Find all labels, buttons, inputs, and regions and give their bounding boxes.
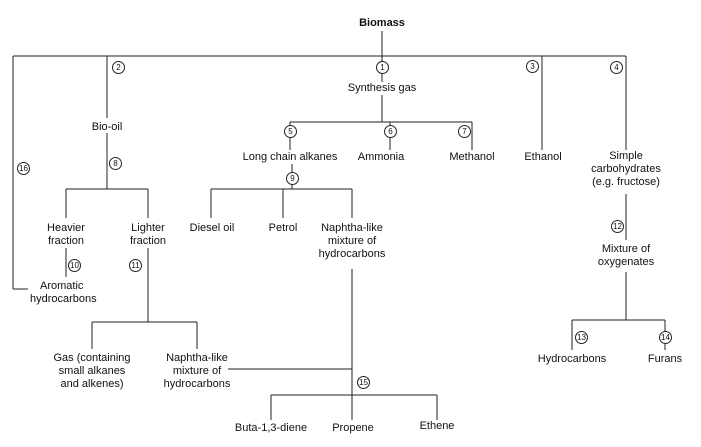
aromatic-line-1: Aromatic (40, 280, 84, 292)
node-biomass: Biomass (359, 17, 405, 29)
naphtha2-line-2: mixture of (172, 365, 222, 377)
node-ammonia: Ammonia (357, 151, 405, 163)
node-lighter-fraction: Lighter fraction (118, 222, 178, 248)
gas-line-3: and alkenes) (60, 378, 124, 390)
node-synthesis-gas: Synthesis gas (347, 82, 417, 94)
process-number-5: 5 (284, 125, 297, 138)
node-diesel-oil: Diesel oil (189, 222, 235, 234)
simple-carbs-line-1: Simple (609, 150, 643, 162)
node-aromatic-hydrocarbons: Aromatic hydrocarbons (30, 280, 110, 306)
node-ethanol: Ethanol (524, 151, 562, 163)
naphtha1-line-1: Naphtha-like (321, 222, 383, 234)
node-methanol: Methanol (449, 151, 495, 163)
process-number-2: 2 (112, 61, 125, 74)
naphtha2-line-1: Naphtha-like (166, 352, 228, 364)
naphtha1-line-3: hydrocarbons (318, 248, 386, 260)
gas-line-2: small alkanes (58, 365, 126, 377)
process-number-9: 9 (286, 172, 299, 185)
node-mixture-of-oxygenates: Mixture of oxygenates (591, 243, 661, 269)
process-number-1: 1 (376, 61, 389, 74)
node-propene: Propene (332, 422, 374, 434)
node-ethene: Ethene (419, 420, 455, 432)
aromatic-line-2: hydrocarbons (30, 293, 97, 305)
oxygenates-line-2: oxygenates (597, 256, 655, 268)
process-number-8: 8 (109, 157, 122, 170)
simple-carbs-line-3: (e.g. fructose) (592, 176, 660, 188)
process-number-6: 6 (384, 125, 397, 138)
node-long-chain-alkanes: Long chain alkanes (242, 151, 338, 163)
gas-line-1: Gas (containing (53, 352, 131, 364)
node-simple-carbohydrates: Simple carbohydrates (e.g. fructose) (587, 150, 665, 189)
simple-carbs-line-2: carbohydrates (591, 163, 661, 175)
process-number-12: 12 (611, 220, 624, 233)
node-gas: Gas (containing small alkanes and alkene… (46, 352, 138, 391)
lighter-line-1: Lighter (131, 222, 165, 234)
process-number-13: 13 (575, 331, 588, 344)
heavier-line-1: Heavier (47, 222, 85, 234)
process-number-16: 16 (17, 162, 30, 175)
oxygenates-line-1: Mixture of (601, 243, 651, 255)
process-number-7: 7 (458, 125, 471, 138)
process-number-15: 15 (357, 376, 370, 389)
process-number-10: 10 (68, 259, 81, 272)
node-heavier-fraction: Heavier fraction (36, 222, 96, 248)
process-number-11: 11 (129, 259, 142, 272)
naphtha1-line-2: mixture of (327, 235, 377, 247)
process-number-14: 14 (659, 331, 672, 344)
heavier-line-2: fraction (47, 235, 85, 247)
node-hydrocarbons: Hydrocarbons (537, 353, 607, 365)
naphtha2-line-3: hydrocarbons (163, 378, 231, 390)
node-naphtha-mixture-2: Naphtha-like mixture of hydrocarbons (157, 352, 237, 391)
lighter-line-2: fraction (129, 235, 167, 247)
node-bio-oil: Bio-oil (91, 121, 123, 133)
process-number-4: 4 (610, 61, 623, 74)
node-furans: Furans (647, 353, 683, 365)
process-number-3: 3 (526, 60, 539, 73)
node-naphtha-mixture-1: Naphtha-like mixture of hydrocarbons (312, 222, 392, 261)
node-butadiene: Buta-1,3-diene (234, 422, 308, 434)
node-petrol: Petrol (268, 222, 298, 234)
